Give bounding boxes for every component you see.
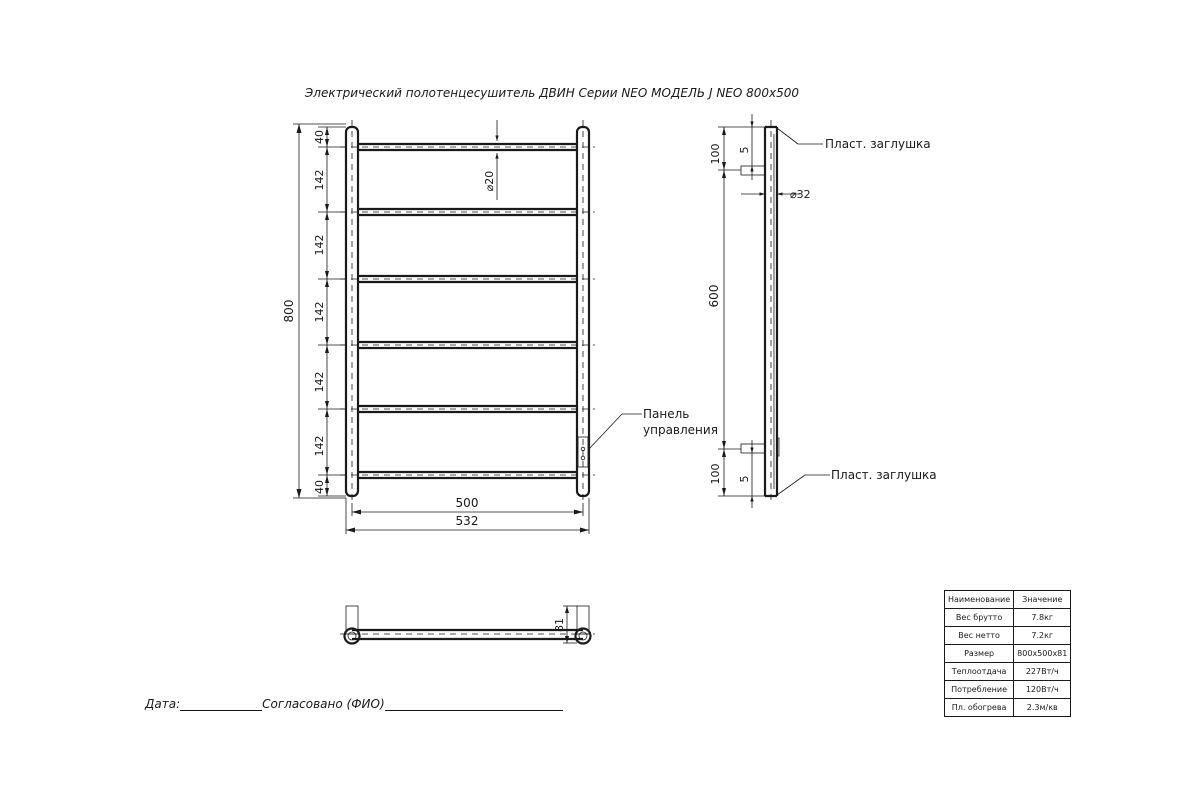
top-bracket [740, 165, 766, 176]
rung [340, 274, 595, 284]
table-cell: 120Вт/ч [1013, 680, 1072, 699]
side-pipe-diameter: ⌀32 [790, 188, 811, 201]
left-collector-section [343, 627, 361, 645]
drawing-title: Электрический полотенцесушитель ДВИН Сер… [304, 86, 799, 100]
pipe-diameter-label: ⌀20 [483, 171, 496, 192]
table-cell: 7.2кг [1013, 626, 1072, 645]
dim-depth: 81 [553, 618, 566, 632]
table-cell: 7.8кг [1013, 608, 1072, 627]
top-plug-callout: Пласт. заглушка [825, 137, 931, 151]
table-cell: Размер [943, 644, 1015, 663]
rung [340, 404, 595, 414]
dim-total-height: 800 [282, 300, 296, 323]
vertical-dimension-chain: 40 142 142 142 142 142 40 [313, 126, 346, 497]
front-view: ⌀20 Панель управления 40 142 142 142 142… [282, 120, 718, 534]
table-row: Потребление 120Вт/ч [943, 680, 1072, 699]
table-row: Вес брутто 7.8кг [943, 608, 1072, 627]
table-cell: Теплоотдача [943, 662, 1015, 681]
signature-row: Дата: Согласовано (ФИО) [145, 697, 563, 711]
dim-pitch: 142 [313, 372, 326, 393]
right-collector-section [574, 627, 592, 645]
side-collector [763, 125, 779, 498]
rungs [340, 142, 595, 480]
side-view: Пласт. заглушка Пласт. заглушка ⌀32 100 … [707, 114, 937, 508]
date-label: Дата: [145, 697, 181, 711]
top-view: 81 [340, 605, 595, 645]
table-cell: 2.3м/кв [1013, 698, 1072, 717]
table-row: Теплоотдача 227Вт/ч [943, 662, 1072, 681]
side-dim-bottom-gap: 5 [738, 476, 751, 483]
side-dim-bottom-mount: 100 [709, 464, 722, 485]
table-header-row: Наименование Значение [943, 590, 1072, 609]
rung [340, 470, 595, 480]
dim-bottom-offset: 40 [313, 480, 326, 494]
table-cell: 800x500x81 [1013, 644, 1072, 663]
rung [340, 340, 595, 350]
dim-top-offset: 40 [313, 130, 326, 144]
table-header-cell: Значение [1013, 590, 1072, 609]
approved-field-line [384, 698, 563, 711]
table-cell: 227Вт/ч [1013, 662, 1072, 681]
table-cell: Потребление [943, 680, 1015, 699]
control-panel-callout-2: управления [643, 423, 718, 437]
table-row: Пл. обогрева 2.3м/кв [943, 698, 1072, 717]
dim-inner-width: 500 [456, 496, 479, 510]
table-row: Вес нетто 7.2кг [943, 626, 1072, 645]
table-cell: Пл. обогрева [943, 698, 1015, 717]
control-panel-callout: Панель [643, 407, 689, 421]
table-header-cell: Наименование [943, 590, 1015, 609]
spec-table: Наименование Значение Вес брутто 7.8кг В… [943, 590, 1072, 717]
bottom-plug-callout: Пласт. заглушка [831, 468, 937, 482]
table-cell: Вес брутто [943, 608, 1015, 627]
bottom-bracket [740, 443, 766, 454]
side-dim-top-mount: 100 [709, 144, 722, 165]
dim-outer-width: 532 [456, 514, 479, 528]
dim-pitch: 142 [313, 436, 326, 457]
dim-pitch: 142 [313, 170, 326, 191]
side-dim-center-span: 600 [707, 285, 721, 308]
rung [340, 207, 595, 217]
control-panel [577, 436, 589, 468]
table-row: Размер 800x500x81 [943, 644, 1072, 663]
dim-pitch: 142 [313, 235, 326, 256]
dim-pitch: 142 [313, 302, 326, 323]
date-field-line [180, 698, 263, 711]
side-dim-top-gap: 5 [738, 147, 751, 154]
rung [340, 142, 595, 152]
approved-label: Согласовано (ФИО) [262, 697, 385, 711]
table-cell: Вес нетто [943, 626, 1015, 645]
